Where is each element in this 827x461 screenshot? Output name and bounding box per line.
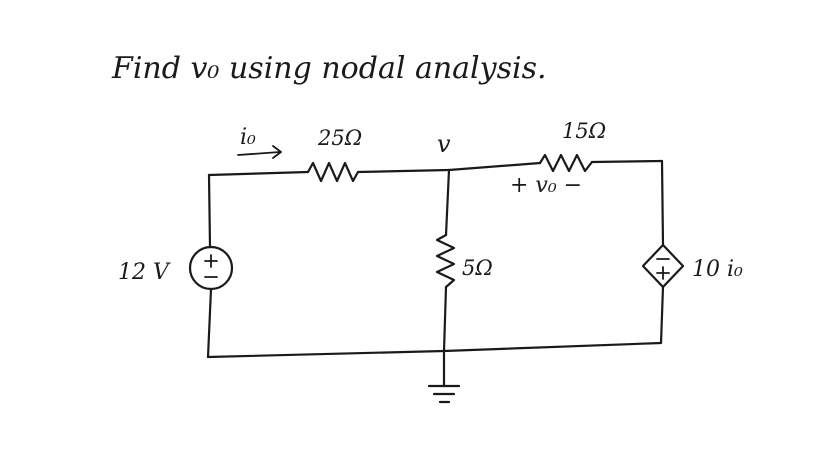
label-vo-polarity: + v₀ − bbox=[510, 173, 582, 198]
label-io: i₀ bbox=[240, 125, 256, 150]
voltage-source-12v bbox=[188, 245, 234, 291]
label-25-ohm: 25Ω bbox=[317, 126, 362, 150]
wire-top-middle bbox=[356, 168, 451, 174]
label-10io: 10 i₀ bbox=[692, 257, 743, 282]
wire-left-upper bbox=[207, 173, 212, 249]
wire-left-lower bbox=[206, 287, 213, 359]
dep-source-plus-sign bbox=[656, 266, 670, 280]
wire-top-left bbox=[207, 170, 310, 177]
wire-right-upper bbox=[660, 159, 665, 247]
wire-right-lower bbox=[659, 285, 665, 345]
wire-middle-lower bbox=[442, 285, 448, 353]
source-plus-sign bbox=[204, 254, 218, 268]
problem-title: Find v₀ using nodal analysis. bbox=[111, 51, 547, 86]
label-node-v: v bbox=[437, 130, 451, 158]
resistor-25-ohm bbox=[306, 161, 360, 183]
current-arrow-icon bbox=[237, 145, 282, 159]
ground-icon bbox=[427, 384, 461, 404]
wire-top-right-b bbox=[590, 159, 664, 164]
resistor-5-ohm bbox=[435, 233, 456, 289]
wire-bottom bbox=[206, 341, 663, 359]
label-15-ohm: 15Ω bbox=[562, 119, 606, 143]
wire-top-right-a bbox=[447, 161, 542, 172]
label-5-ohm: 5Ω bbox=[462, 256, 493, 280]
label-12v: 12 V bbox=[118, 260, 171, 285]
dependent-source-diamond bbox=[641, 243, 685, 289]
wire-middle-upper bbox=[444, 168, 451, 237]
resistor-15-ohm bbox=[538, 153, 594, 173]
